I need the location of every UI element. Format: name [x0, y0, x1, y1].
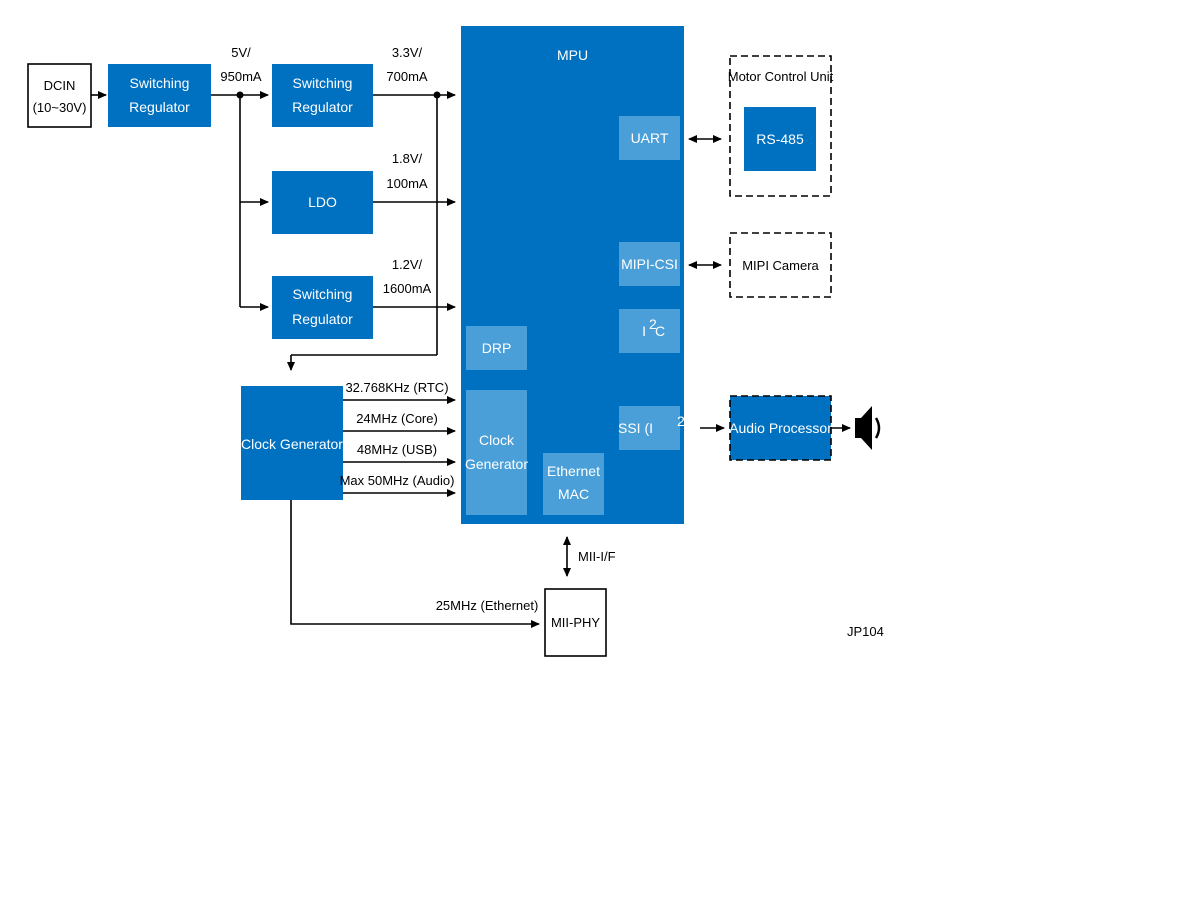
mpu-drp: DRP — [466, 326, 527, 370]
dcin-range: (10~30V) — [33, 100, 87, 115]
i2c-sup: 2 — [649, 316, 657, 332]
rs485-label: RS-485 — [756, 131, 804, 147]
v33-line2: 700mA — [386, 69, 428, 84]
clk-ethernet-label: 25MHz (Ethernet) — [436, 598, 539, 613]
dcin-box: DCIN (10~30V) — [27, 63, 92, 128]
mipi-camera: MIPI Camera — [729, 232, 832, 298]
ldo: LDO — [272, 171, 373, 234]
sw-reg3-line1: Switching — [293, 286, 353, 302]
switching-regulator-3: Switching Regulator — [272, 276, 373, 339]
mii-if-label: MII-I/F — [578, 549, 616, 564]
mpu-ethernet-mac: Ethernet MAC — [543, 453, 604, 515]
clk-rtc-label: 32.768KHz (RTC) — [345, 380, 448, 395]
mpu-title: MPU — [557, 47, 588, 63]
mpu-i2c: I 2 C — [619, 309, 680, 353]
mpu-uart: UART — [619, 116, 680, 160]
v5-line1: 5V/ — [231, 45, 251, 60]
ldo-label: LDO — [308, 194, 337, 210]
mipi-csi-label: MIPI-CSI — [621, 256, 678, 272]
mpu-mipi-csi: MIPI-CSI — [619, 242, 680, 286]
v5-line2: 950mA — [220, 69, 262, 84]
sw-reg2-line2: Regulator — [292, 99, 353, 115]
ssi-label: SSI (I — [618, 420, 653, 436]
ssi-sup: 2 — [677, 413, 685, 429]
rs485-box — [744, 107, 816, 171]
audio-processor: Audio Processor — [729, 395, 832, 461]
eth-mac-line1: Ethernet — [547, 463, 600, 479]
i2c-tail: C — [655, 323, 665, 339]
motor-control-unit: Motor Control Unit RS-485 — [728, 55, 834, 197]
speaker-icon — [855, 406, 881, 450]
sw-reg1-line2: Regulator — [129, 99, 190, 115]
mpu-clock-generator: Clock Generator — [465, 390, 528, 515]
mpu-ssi: SSI (I 2 S) — [618, 406, 698, 450]
v18-line1: 1.8V/ — [392, 151, 423, 166]
clk-core-label: 24MHz (Core) — [356, 411, 438, 426]
clk-ethernet-arrow — [290, 500, 540, 628]
i2c-label: I — [642, 323, 646, 339]
audio-processor-label: Audio Processor — [729, 420, 832, 436]
mpu-clk-line2: Generator — [465, 456, 528, 472]
clk-audio-label: Max 50MHz (Audio) — [340, 473, 455, 488]
mipi-camera-label: MIPI Camera — [742, 258, 819, 273]
mii-phy: MII-PHY — [544, 588, 607, 657]
clock-generator: Clock Generator — [241, 386, 343, 500]
switching-regulator-1: Switching Regulator — [108, 64, 211, 127]
motor-unit-label: Motor Control Unit — [728, 69, 834, 84]
figure-code: JP104 — [847, 624, 884, 639]
dcin-label: DCIN — [44, 78, 76, 93]
mpu-clk-line1: Clock — [479, 432, 515, 448]
ssi-tail: S) — [684, 420, 698, 436]
drp-label: DRP — [482, 340, 512, 356]
clk-usb-label: 48MHz (USB) — [357, 442, 437, 457]
v12-line1: 1.2V/ — [392, 257, 423, 272]
v12-line2: 1600mA — [383, 281, 432, 296]
sw-reg1-line1: Switching — [130, 75, 190, 91]
uart-label: UART — [631, 130, 669, 146]
mii-phy-label: MII-PHY — [551, 615, 600, 630]
sw-reg3-line2: Regulator — [292, 311, 353, 327]
v33-line1: 3.3V/ — [392, 45, 423, 60]
clock-gen-label: Clock Generator — [241, 436, 343, 452]
eth-mac-line2: MAC — [558, 486, 589, 502]
sw-reg2-line1: Switching — [293, 75, 353, 91]
v18-line2: 100mA — [386, 176, 428, 191]
switching-regulator-2: Switching Regulator — [272, 64, 373, 127]
